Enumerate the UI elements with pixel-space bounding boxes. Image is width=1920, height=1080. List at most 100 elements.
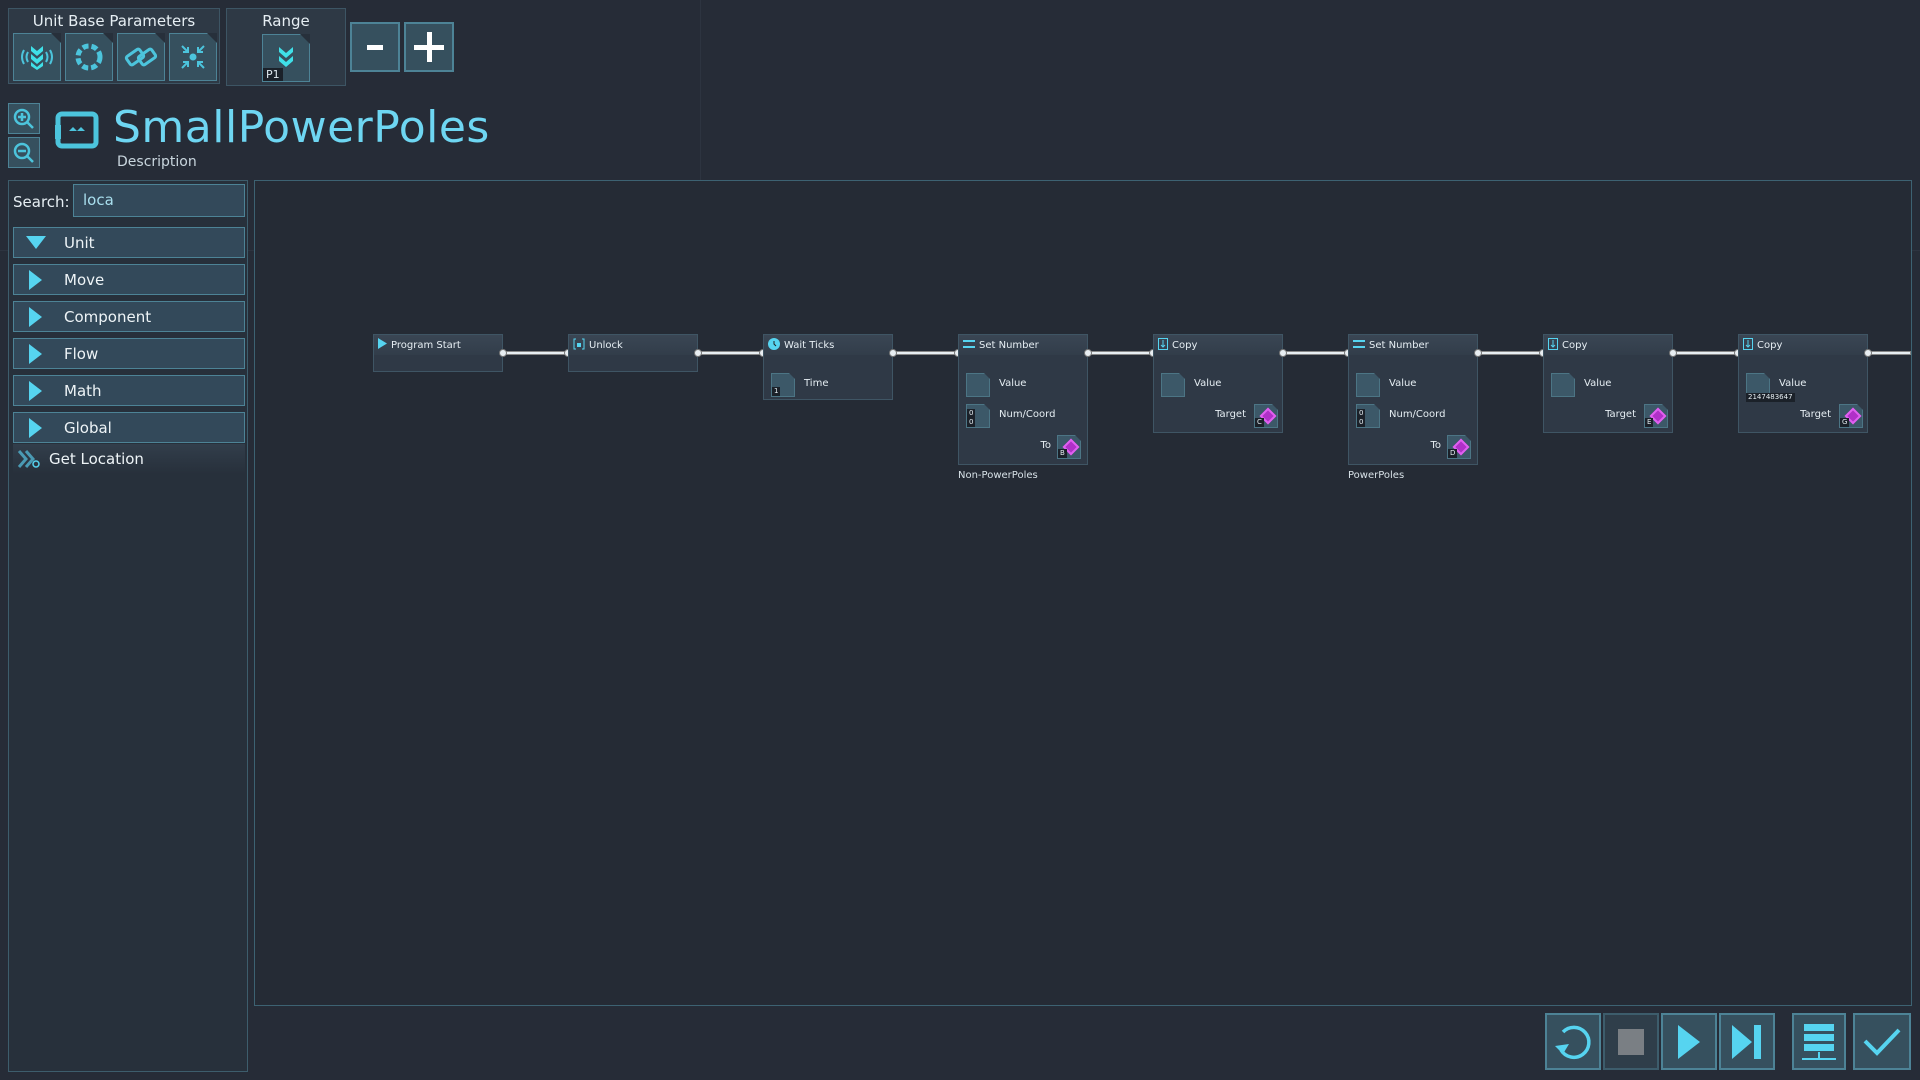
server-stack-icon: [1802, 1023, 1836, 1060]
param-slot[interactable]: G: [1839, 404, 1863, 428]
param-value: 0 0: [967, 409, 976, 427]
instruction-label: Get Location: [49, 450, 144, 468]
register-tag: B: [1058, 449, 1067, 458]
output-port[interactable]: [1864, 349, 1872, 357]
node-wait[interactable]: Wait Ticks 1 Time: [763, 334, 893, 400]
step-icon: [1732, 1024, 1761, 1059]
signal-param-button[interactable]: [13, 33, 61, 81]
zoom-in-button[interactable]: [8, 103, 40, 134]
play-icon: [1678, 1024, 1700, 1059]
node-unlock[interactable]: Unlock: [568, 334, 698, 372]
register-tag: D: [1448, 449, 1458, 458]
program-title[interactable]: SmallPowerPoles: [113, 102, 490, 153]
param-label: Value: [1389, 378, 1417, 389]
compress-param-button[interactable]: [169, 33, 217, 81]
param-label: Num/Coord: [999, 409, 1056, 420]
output-port[interactable]: [499, 349, 507, 357]
program-icon: [55, 111, 99, 149]
node-footer-comment: Non-PowerPoles: [958, 470, 1038, 481]
decrease-button[interactable]: [350, 22, 400, 72]
output-port[interactable]: [1279, 349, 1287, 357]
flow-wire: [1673, 351, 1738, 355]
category-move[interactable]: Move: [13, 264, 245, 295]
output-port[interactable]: [889, 349, 897, 357]
node-start[interactable]: Program Start: [373, 334, 503, 372]
program-canvas[interactable]: Program Start Unlock Wait Ticks 1 Time Set Nu…: [254, 180, 1912, 1006]
category-unit[interactable]: Unit: [13, 227, 245, 258]
increase-button[interactable]: [404, 22, 454, 72]
param-slot[interactable]: 0 0: [1356, 404, 1380, 428]
param-label: Time: [804, 378, 829, 389]
category-label: Move: [64, 270, 105, 289]
program-list-button[interactable]: [1792, 1013, 1846, 1070]
get-location-icon: [17, 450, 40, 468]
confirm-button[interactable]: [1853, 1013, 1911, 1070]
param-slot[interactable]: 0 0: [966, 404, 990, 428]
param-slot[interactable]: 1: [771, 373, 795, 397]
node-header[interactable]: Copy: [1739, 335, 1867, 355]
restart-button[interactable]: [1545, 1013, 1601, 1070]
param-slot[interactable]: [1551, 373, 1575, 397]
param-value: 1: [772, 387, 781, 396]
param-slot[interactable]: D: [1447, 435, 1471, 459]
instruction-get-location[interactable]: Get Location: [13, 444, 245, 474]
signal-icon: [21, 46, 53, 70]
link-param-button[interactable]: [117, 33, 165, 81]
node-copy-icon: [1158, 337, 1168, 353]
range-badge: P1: [263, 68, 283, 81]
node-start-icon: [378, 338, 387, 352]
node-title: Set Number: [1369, 339, 1429, 351]
stop-button[interactable]: [1603, 1013, 1659, 1070]
param-slot[interactable]: C: [1254, 404, 1278, 428]
flow-wire: [893, 351, 958, 355]
node-header[interactable]: Program Start: [374, 335, 502, 355]
param-slot[interactable]: [966, 373, 990, 397]
param-label: Value: [1194, 378, 1222, 389]
category-component[interactable]: Component: [13, 301, 245, 332]
param-slot[interactable]: E: [1644, 404, 1668, 428]
output-port[interactable]: [694, 349, 702, 357]
output-port[interactable]: [1669, 349, 1677, 357]
background-line: [700, 0, 701, 180]
param-slot[interactable]: [1161, 373, 1185, 397]
node-header[interactable]: Copy: [1544, 335, 1672, 355]
range-panel: Range P1: [226, 8, 346, 86]
range-button[interactable]: P1: [262, 34, 310, 82]
node-set-icon: [963, 339, 975, 352]
flow-wire: [1868, 351, 1911, 355]
param-label: Value: [1779, 378, 1807, 389]
portal-param-button[interactable]: [65, 33, 113, 81]
output-port[interactable]: [1474, 349, 1482, 357]
plus-icon: [414, 32, 444, 62]
node-header[interactable]: Set Number: [1349, 335, 1477, 355]
param-slot[interactable]: [1356, 373, 1380, 397]
param-value: 2147483647: [1746, 393, 1795, 402]
param-slot[interactable]: B: [1057, 435, 1081, 459]
node-header[interactable]: Set Number: [959, 335, 1087, 355]
category-flow[interactable]: Flow: [13, 338, 245, 369]
zoom-out-button[interactable]: [8, 137, 40, 168]
zoom-out-icon: [13, 142, 34, 163]
node-header[interactable]: Unlock: [569, 335, 697, 355]
zoom-in-icon: [13, 108, 34, 129]
category-label: Flow: [64, 344, 99, 363]
node-header[interactable]: Wait Ticks: [764, 335, 892, 355]
param-label: Target: [1800, 409, 1831, 420]
output-port[interactable]: [1084, 349, 1092, 357]
triangle-right-icon: [26, 306, 46, 327]
program-description[interactable]: Description: [117, 154, 197, 170]
chevrons-down-icon: [279, 47, 293, 67]
search-input[interactable]: loca: [73, 184, 245, 217]
category-math[interactable]: Math: [13, 375, 245, 406]
unit-base-parameters-title: Unit Base Parameters: [32, 12, 196, 30]
node-header[interactable]: Copy: [1154, 335, 1282, 355]
param-label: Target: [1605, 409, 1636, 420]
step-button[interactable]: [1719, 1013, 1775, 1070]
category-global[interactable]: Global: [13, 412, 245, 443]
play-button[interactable]: [1661, 1013, 1717, 1070]
